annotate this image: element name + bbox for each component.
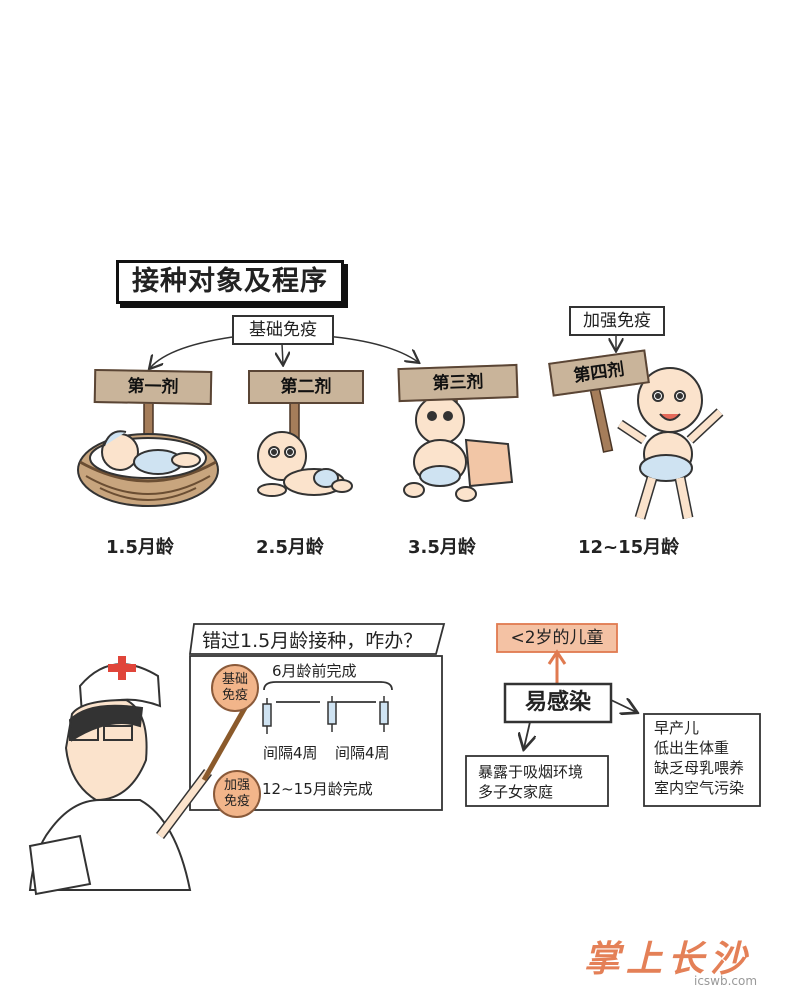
left-factors-list: 暴露于吸烟环境 多子女家庭 (478, 762, 583, 802)
risk-diagram-lines (465, 623, 761, 807)
page-title: 接种对象及程序 (116, 260, 344, 304)
basic-immunization-label: 基础免疫 (232, 315, 334, 345)
booster-immunization-label: 加强免疫 (569, 306, 665, 336)
watermark-logo-text: 掌上长沙 (584, 939, 753, 980)
crawling-baby-drawing (257, 431, 353, 497)
watermark-site: icswb.com (694, 974, 758, 988)
interval-2-text: 间隔4周 (335, 744, 390, 762)
nurse-drawing (28, 656, 249, 896)
factor-smoke-exposure: 暴露于吸烟环境 (478, 763, 584, 781)
factor-low-birth-weight: 低出生体重 (654, 739, 730, 757)
basic-immunization-arrows (150, 330, 616, 368)
dose-2-sign: 第二剂 (248, 370, 364, 404)
factor-indoor-air-pollution: 室内空气污染 (654, 779, 745, 797)
dose-1-sign: 第一剂 (93, 368, 213, 406)
booster-complete-text: 12~15月龄完成 (262, 780, 373, 798)
factor-multi-child-family: 多子女家庭 (478, 783, 554, 801)
booster-immunization-badge: 加强 免疫 (213, 770, 261, 818)
right-factors-list: 早产儿 低出生体重 缺乏母乳喂养 室内空气污染 (654, 718, 744, 798)
standing-baby-drawing (617, 367, 724, 520)
factor-no-breastfeeding: 缺乏母乳喂养 (654, 759, 745, 777)
syringe-icons (262, 696, 389, 734)
basic-complete-text: 6月龄前完成 (272, 662, 357, 680)
sign-posts (143, 378, 614, 453)
sitting-baby-drawing (403, 395, 514, 502)
dose-1-age: 1.5月龄 (106, 537, 174, 558)
missed-panel-heading: 错过1.5月龄接种，咋办？ (202, 630, 423, 652)
children-under-2-label: <2岁的儿童 (510, 628, 604, 648)
factor-premature: 早产儿 (654, 719, 700, 737)
dose-4-age: 12~15月龄 (578, 537, 680, 558)
susceptible-label: 易感染 (524, 690, 591, 715)
basic-immunization-badge: 基础 免疫 (211, 664, 259, 712)
dose-3-age: 3.5月龄 (408, 537, 476, 558)
baby-in-basket-drawing (77, 430, 219, 507)
interval-1-text: 间隔4周 (263, 744, 318, 762)
dose-3-sign: 第三剂 (397, 363, 519, 403)
dose-2-age: 2.5月龄 (256, 537, 324, 558)
